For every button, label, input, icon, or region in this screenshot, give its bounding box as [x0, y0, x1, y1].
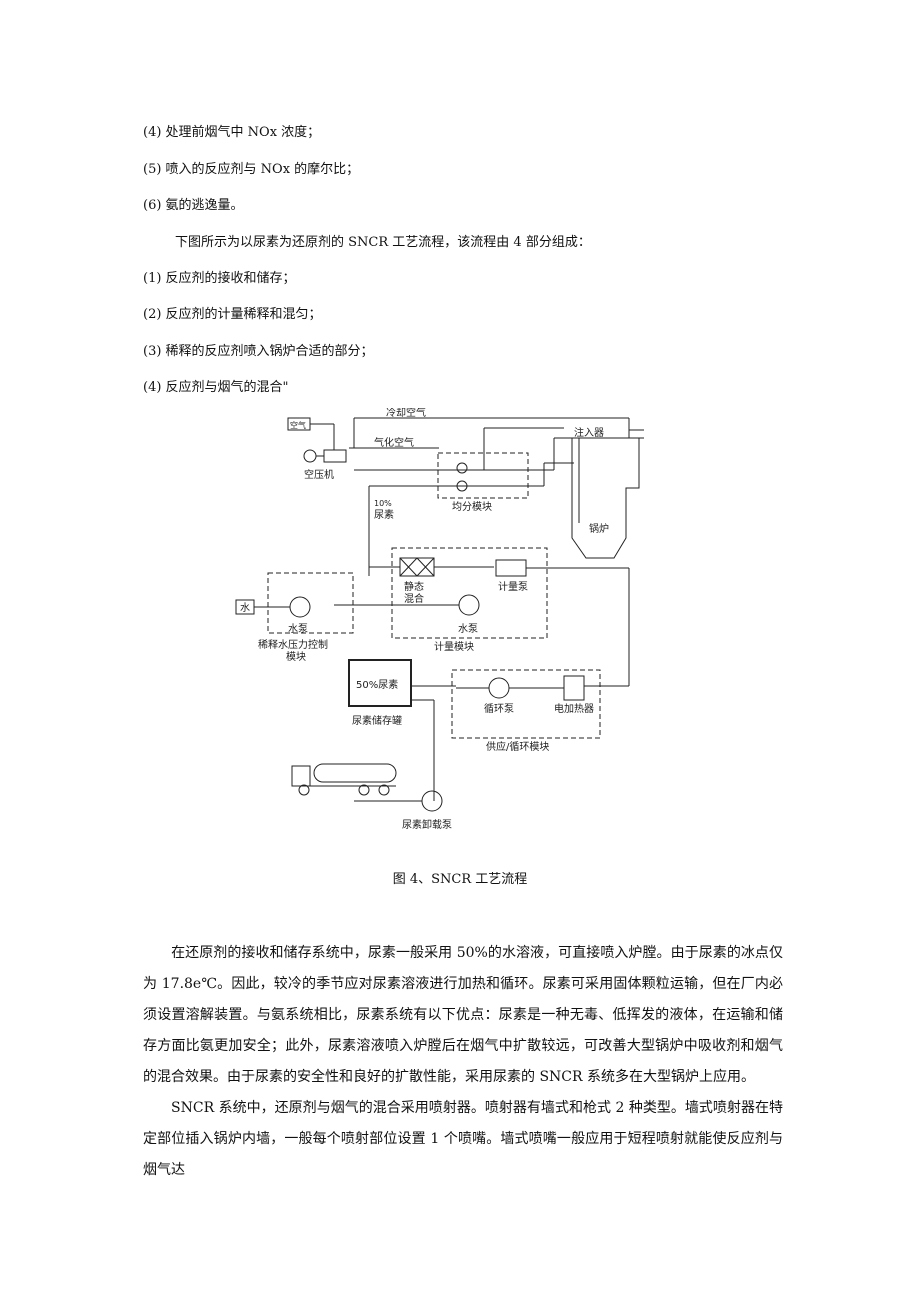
- paragraph: SNCR 系统中，还原剂与烟气的混合采用喷射器。喷射器有墙式和枪式 2 种类型。…: [143, 1100, 783, 1178]
- label-atomizing-air: 气化空气: [374, 436, 414, 449]
- label-dilution-module-b: 模块: [286, 651, 306, 663]
- label-urea-tank: 尿素储存罐: [352, 714, 402, 727]
- list-item: (5) 喷入的反应剂与 NOx 的摩尔比；: [143, 162, 360, 177]
- list-item: (6) 氨的逃逸量。: [143, 198, 244, 213]
- label-metering-module: 计量模块: [434, 640, 474, 653]
- label-urea-10: 10%: [374, 499, 392, 508]
- label-electric-heater: 电加热器: [554, 702, 594, 715]
- paragraph: 在还原剂的接收和储存系统中，尿素一般采用 50%的水溶液，可直接喷入炉膛。由于尿…: [143, 945, 783, 1085]
- label-metering-pump: 计量泵: [498, 580, 528, 593]
- label-circulation-pump: 循环泵: [484, 702, 514, 715]
- label-static-mixer: 静态: [404, 580, 424, 593]
- intro-text: 下图所示为以尿素为还原剂的 SNCR 工艺流程，该流程由 4 部分组成：: [175, 235, 591, 250]
- label-static-mixer-b: 混合: [404, 592, 424, 605]
- label-water-pump: 水泵: [458, 623, 478, 635]
- label-water-pump2: 水泵: [288, 623, 308, 635]
- list-item: (4) 处理前烟气中 NOx 浓度；: [143, 125, 321, 140]
- list-item: (2) 反应剂的计量稀释和混匀；: [143, 307, 322, 322]
- label-air: 空气: [290, 420, 306, 430]
- list-item: (3) 稀释的反应剂喷入锅炉合适的部分；: [143, 344, 374, 359]
- list-item: (1) 反应剂的接收和储存；: [143, 271, 296, 286]
- label-supply-module: 供应/循环模块: [486, 740, 549, 753]
- body-text: 在还原剂的接收和储存系统中，尿素一般采用 50%的水溶液，可直接喷入炉膛。由于尿…: [143, 938, 783, 1186]
- label-unload-pump: 尿素卸载泵: [402, 818, 452, 831]
- label-distribution-module: 均分模块: [452, 501, 492, 513]
- label-urea-50: 50%尿素: [356, 678, 398, 691]
- label-dilution-module: 稀释水压力控制: [258, 638, 328, 651]
- label-water: 水: [240, 602, 250, 614]
- label-urea-10b: 尿素: [374, 508, 394, 521]
- label-cooling-air: 冷却空气: [386, 408, 426, 419]
- label-boiler: 锅炉: [589, 523, 609, 535]
- label-injector: 注入器: [574, 426, 604, 439]
- figure-caption: 图 4、SNCR 工艺流程: [392, 872, 528, 887]
- sncr-process-diagram: 冷却空气 气化空气 空气 空压机 注入器 均分模块 锅炉 10% 尿素 静态 混…: [235, 408, 644, 831]
- list-item: (4) 反应剂与烟气的混合": [143, 380, 289, 395]
- label-compressor: 空压机: [304, 468, 334, 481]
